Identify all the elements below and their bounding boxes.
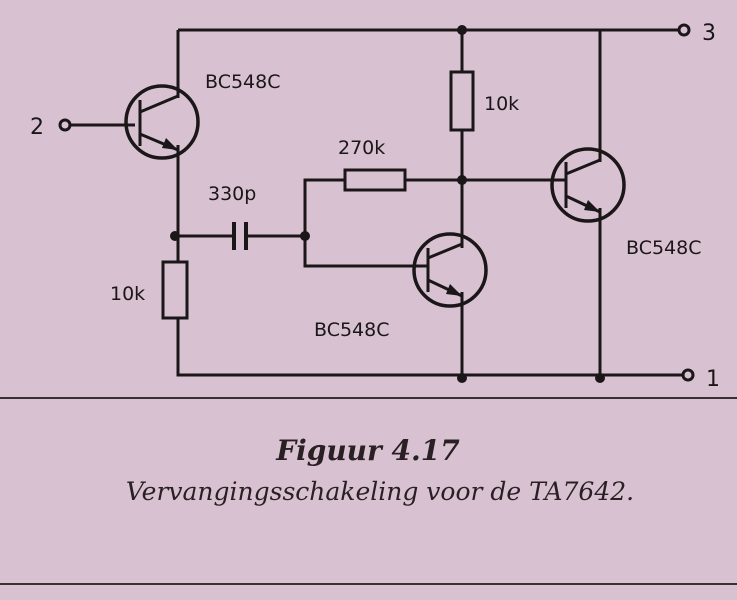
figure-number: Figuur 4.17 <box>275 434 460 467</box>
wires <box>70 28 682 377</box>
resistor-collector <box>449 70 475 132</box>
capacitor-label: 330p <box>208 183 256 205</box>
resistor-feedback <box>343 168 407 192</box>
terminal-2 <box>58 118 72 132</box>
terminal-1 <box>681 368 695 382</box>
terminal-2-label: 2 <box>30 115 44 140</box>
q3-label: BC548C <box>626 237 702 259</box>
q2-label: BC548C <box>314 319 390 341</box>
junction-dots <box>170 25 605 383</box>
terminal-3-label: 3 <box>702 21 716 46</box>
resistor-collector-label: 10k <box>484 93 519 115</box>
figure-caption: Vervangingsschakeling voor de TA7642. <box>126 477 634 506</box>
transistor-q3 <box>550 147 626 223</box>
resistor-feedback-label: 270k <box>338 137 385 159</box>
transistor-q1 <box>124 84 200 160</box>
resistor-emitter-label: 10k <box>110 283 145 305</box>
capacitor <box>232 222 248 250</box>
resistor-emitter <box>161 260 189 320</box>
terminal-3 <box>677 23 691 37</box>
terminal-1-label: 1 <box>706 367 720 392</box>
transistor-q2 <box>412 232 488 308</box>
q1-label: BC548C <box>205 71 281 93</box>
